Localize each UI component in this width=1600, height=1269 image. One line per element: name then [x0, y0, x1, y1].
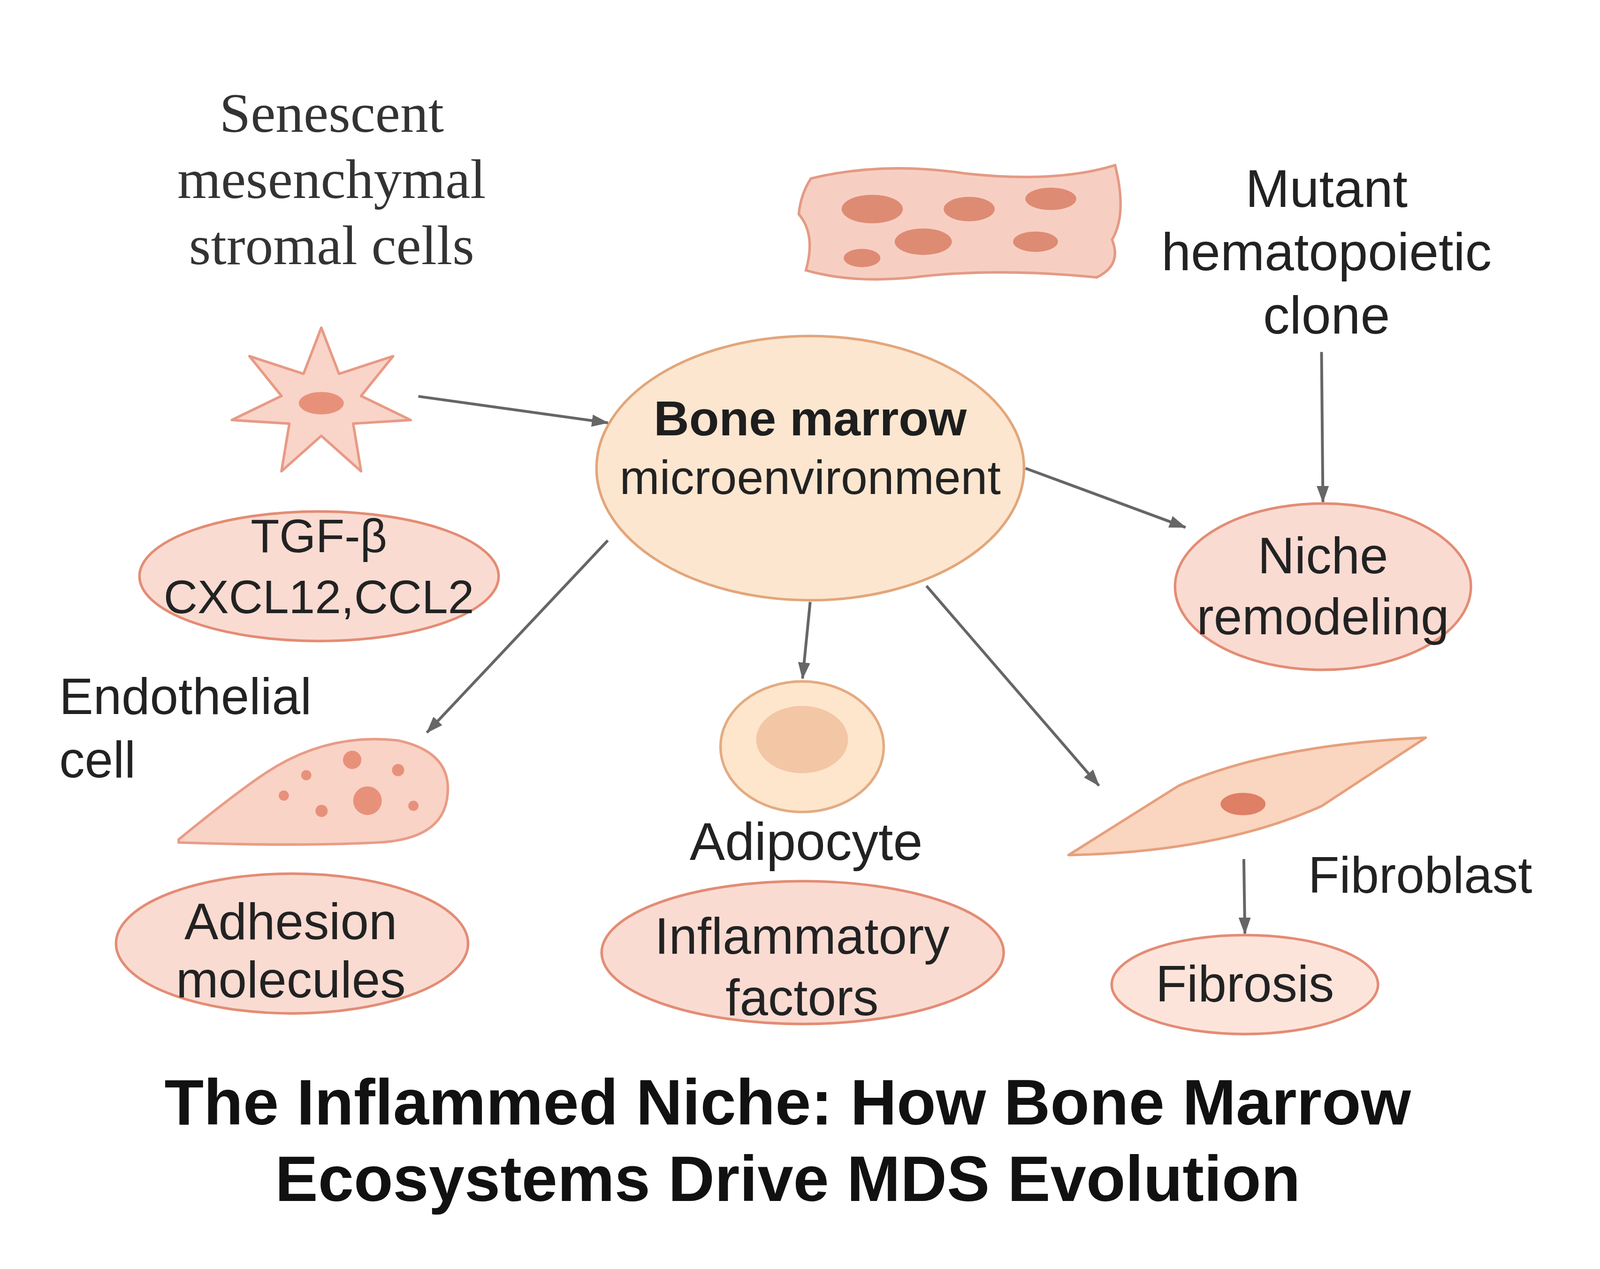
node-label: Adipocyte — [663, 810, 950, 874]
arrow-connector — [1025, 468, 1186, 528]
endothelial-cell-body — [178, 739, 449, 846]
cell-granule — [342, 751, 362, 770]
cell-nucleus — [298, 391, 344, 415]
node-label: Niche remodeling — [1173, 525, 1473, 648]
cell-granule — [315, 805, 328, 818]
cell-nucleus — [1013, 231, 1059, 252]
node-label: Inflammatory factors — [612, 906, 992, 1029]
cell-granule — [352, 786, 382, 816]
diagram-title: The Inflammed Niche: How Bone Marrow Eco… — [124, 1064, 1451, 1218]
cell-nucleus — [1025, 187, 1077, 211]
clone-cell: Mutant hematopoietic clone — [790, 152, 1505, 352]
node-outline — [717, 678, 888, 817]
factor-ellipse: Inflammatory factors — [600, 879, 1006, 1026]
node-label: Adhesion molecules — [122, 892, 460, 1010]
lipid-droplet — [755, 706, 848, 774]
node-outline — [1066, 734, 1429, 860]
node-label: TGF-β CXCL12,CCL2 — [152, 505, 485, 628]
arrow-connector — [426, 540, 609, 733]
cell-granule — [278, 790, 290, 801]
node-label: Endothelial cell — [59, 665, 345, 793]
outcome-ellipse: Niche remodeling — [1173, 502, 1473, 672]
cell-nucleus — [841, 194, 903, 224]
arrow-connector — [418, 396, 609, 423]
cell-nucleus — [1220, 792, 1266, 816]
cell-granule — [301, 770, 312, 781]
adipocyte-body — [720, 681, 884, 813]
central-ellipse: Bone marrowmicroenvironment — [594, 334, 1026, 602]
arrow-connector — [802, 601, 810, 679]
adipocyte-cell: Adipocyte — [717, 678, 888, 817]
cell-granule — [391, 764, 404, 777]
cell-nucleus — [944, 197, 996, 222]
node-label: Mutant hematopoietic clone — [1132, 157, 1521, 347]
factor-ellipse: TGF-β CXCL12,CCL2 — [137, 510, 501, 643]
node-outline — [173, 732, 450, 847]
ellipse-outline — [115, 874, 468, 1014]
cell-nucleus — [844, 249, 881, 268]
stromal-cell-body — [231, 327, 411, 472]
endothelial-cell: Endothelial cell — [173, 732, 450, 847]
node-heading: Bone marrow — [594, 388, 1026, 449]
node-label: Fibroblast — [1308, 845, 1574, 907]
node-label: Senescent mesenchymal stromal cells — [158, 79, 505, 279]
cell-nucleus — [894, 228, 953, 256]
fibroblast-body — [1068, 737, 1426, 855]
clone-cell-body — [799, 165, 1121, 280]
fibroblast-cell: Fibroblast — [1066, 734, 1429, 860]
arrow-connector — [1321, 351, 1324, 503]
cell-granule — [408, 800, 419, 812]
stromal-cell: Senescent mesenchymal stromal cells — [229, 324, 419, 478]
node-outline — [229, 324, 419, 478]
outcome-ellipse: Fibrosis — [1110, 933, 1380, 1036]
factor-ellipse: Adhesion molecules — [114, 872, 470, 1015]
node-label: microenvironment — [594, 449, 1026, 507]
node-label: Fibrosis — [1110, 953, 1380, 1015]
arrow-connector — [926, 586, 1100, 786]
arrow-connector — [1243, 859, 1245, 934]
